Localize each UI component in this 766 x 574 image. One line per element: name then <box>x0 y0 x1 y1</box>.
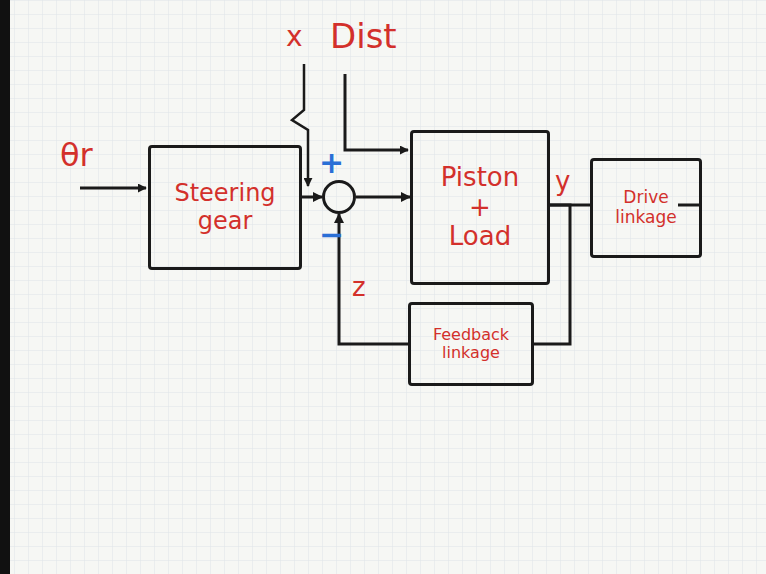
summing-junction: +− <box>322 180 356 214</box>
process-box: Feedback linkage <box>408 302 534 386</box>
signal-name: z <box>352 272 366 302</box>
sign-mark: − <box>319 217 344 252</box>
sign-mark: + <box>319 145 344 180</box>
box-label: Steering gear <box>151 180 299 235</box>
box-label: Drive linkage <box>593 188 699 227</box>
signal-name: Dist <box>330 16 397 56</box>
disturbance-arrow <box>345 74 408 150</box>
process-box: Drive linkage <box>590 158 702 258</box>
frame-edge <box>0 0 10 574</box>
box-label: Feedback linkage <box>411 326 531 363</box>
input-arrow <box>80 187 146 190</box>
output-stub <box>678 204 700 207</box>
process-box: Piston + Load <box>410 130 550 285</box>
signal-name: x <box>286 20 303 53</box>
signal-name: y <box>555 166 570 196</box>
process-box: Steering gear <box>148 145 302 270</box>
signal-line <box>534 205 570 344</box>
signal-line <box>339 214 408 344</box>
box-label: Piston + Load <box>441 163 519 253</box>
signal-line <box>356 196 410 199</box>
input-symbol: θr <box>60 136 93 174</box>
signal-line <box>302 196 322 199</box>
